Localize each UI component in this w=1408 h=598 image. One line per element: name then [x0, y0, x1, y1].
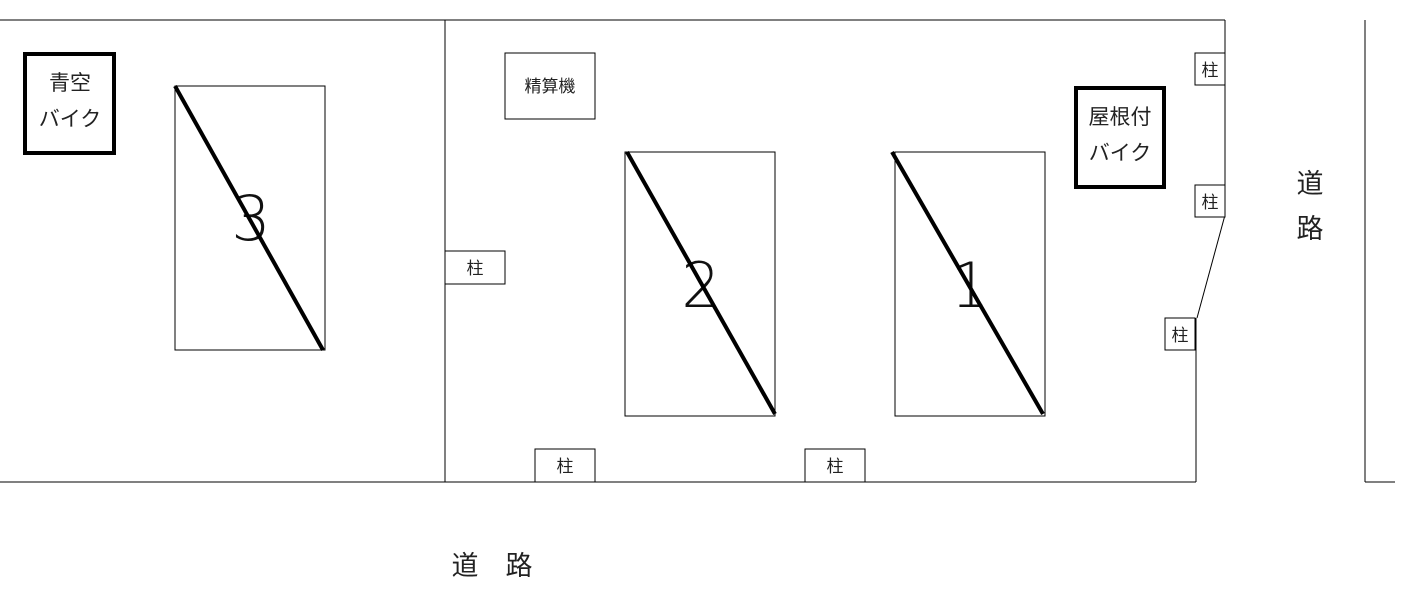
- road-label-right-bottom: 路: [1297, 214, 1324, 245]
- roofed-bike-label-line2: バイク: [1089, 141, 1152, 165]
- road-label-bottom: 道 路: [452, 551, 533, 582]
- parking-space-3: 3: [173, 85, 326, 351]
- pillar: 柱: [804, 448, 866, 483]
- pillar: 柱: [1194, 52, 1226, 86]
- pillar: 柱: [1194, 184, 1226, 218]
- pillar: 柱: [444, 250, 506, 285]
- pillar-label: 柱: [1202, 61, 1219, 81]
- pillar-label: 柱: [1202, 193, 1219, 213]
- lot-outline: [0, 19, 1395, 483]
- pillar: 柱: [1164, 317, 1196, 351]
- parking-space-2: 2: [624, 151, 777, 417]
- open-air-bike-label-line2: バイク: [39, 107, 102, 131]
- pillar-label: 柱: [827, 457, 844, 477]
- open-air-bike-area: 青空 バイク: [23, 52, 116, 155]
- open-air-bike-label-line1: 青空: [49, 71, 91, 95]
- pillar-label: 柱: [467, 259, 484, 279]
- pillar: 柱: [534, 448, 596, 483]
- roofed-bike-label-line1: 屋根付: [1089, 105, 1152, 129]
- parking-space-1: 1: [890, 151, 1046, 417]
- pillar-label: 柱: [557, 457, 574, 477]
- roofed-bike-area: 屋根付 バイク: [1074, 86, 1166, 189]
- pillar-label: 柱: [1172, 326, 1189, 346]
- road-label-right-top: 道: [1297, 169, 1324, 200]
- payment-machine-label: 精算機: [525, 77, 576, 97]
- payment-machine: 精算機: [504, 52, 596, 120]
